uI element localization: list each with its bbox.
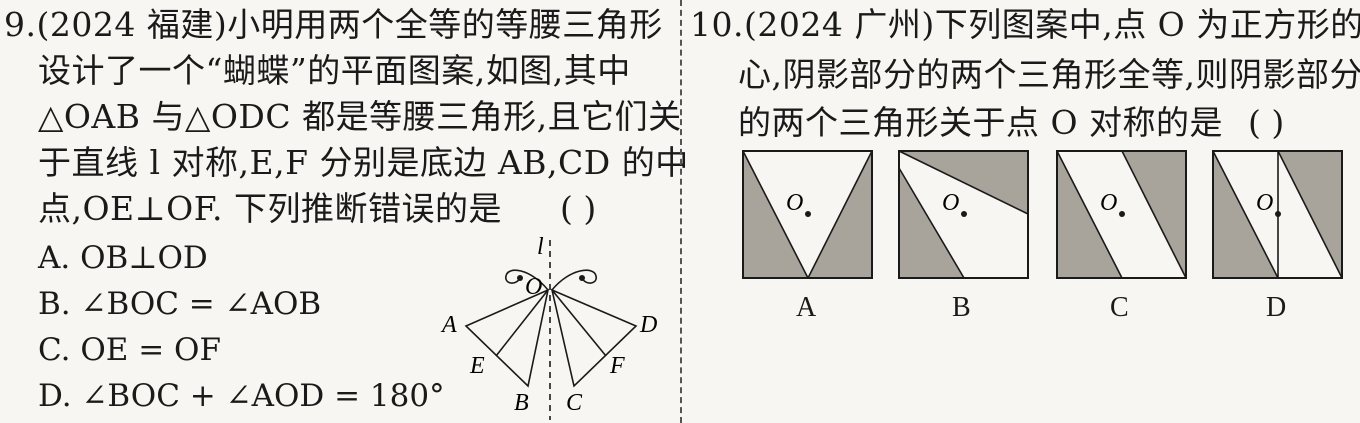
square-d: O	[1212, 150, 1343, 279]
square-a-center-dot	[805, 211, 811, 217]
q9-text-1: (2024 福建)小明用两个全等的等腰三角形	[36, 5, 663, 44]
label-l: l	[537, 234, 544, 260]
square-a-o-label: O	[786, 190, 803, 216]
square-c-center-dot	[1119, 211, 1125, 217]
square-c: O	[1056, 150, 1187, 279]
q9-line-2: 设计了一个“蝴蝶”的平面图案,如图,其中	[38, 51, 631, 90]
q10-line-3: 的两个三角形关于点 O 对称的是	[738, 103, 1224, 142]
square-d-o-label: O	[1256, 190, 1273, 216]
right-antenna-dot	[579, 275, 585, 281]
q10-number: 10.	[690, 5, 744, 44]
q9-line-3: △OAB 与△ODC 都是等腰三角形,且它们关	[38, 97, 682, 136]
q10-text-1: (2024 广州)下列图案中,点 O 为正方形的中	[743, 5, 1360, 44]
q9-option-d: D. ∠BOC + ∠AOD = 180°	[38, 378, 445, 414]
q9-option-a: A. OB⊥OD	[38, 240, 208, 276]
label-c: C	[566, 390, 583, 416]
square-a: O	[742, 150, 873, 279]
q10-line-2: 心,阴影部分的两个三角形全等,则阴影部分	[738, 55, 1360, 94]
right-antenna	[551, 269, 597, 291]
q9-line-5: 点,OE⊥OF. 下列推断错误的是	[38, 189, 502, 228]
choice-b-label: B	[952, 292, 971, 323]
choice-a-label: A	[796, 292, 817, 323]
choice-c-label: C	[1110, 292, 1129, 323]
label-e: E	[469, 353, 485, 379]
segment-of	[551, 289, 607, 357]
q9-line-1: 9.(2024 福建)小明用两个全等的等腰三角形	[4, 2, 663, 48]
label-o: O	[525, 274, 542, 300]
label-d: D	[639, 312, 657, 338]
square-c-o-label: O	[1100, 190, 1117, 216]
square-d-center-dot	[1275, 211, 1281, 217]
choice-d-label: D	[1266, 292, 1287, 323]
left-antenna-dot	[517, 275, 523, 281]
q10-line-1: 10.(2024 广州)下列图案中,点 O 为正方形的中	[690, 2, 1360, 48]
segment-oe	[495, 289, 549, 357]
label-a: A	[440, 312, 457, 338]
square-b: O	[898, 150, 1029, 279]
left-antenna	[505, 269, 549, 291]
q9-number: 9.	[4, 5, 37, 44]
q9-option-b: B. ∠BOC = ∠AOB	[38, 286, 322, 322]
label-b: B	[514, 390, 529, 416]
square-b-o-label: O	[942, 190, 959, 216]
q9-answer-paren: ( )	[560, 189, 597, 228]
butterfly-figure: l O A D E F B C	[440, 234, 657, 420]
q10-answer-paren: ( )	[1248, 103, 1285, 142]
square-b-center-dot	[961, 211, 967, 217]
q9-option-c: C. OE = OF	[38, 332, 221, 368]
label-f: F	[609, 353, 625, 379]
column-divider	[680, 0, 682, 423]
q9-line-4: 于直线 l 对称,E,F 分别是底边 AB,CD 的中	[38, 143, 689, 182]
